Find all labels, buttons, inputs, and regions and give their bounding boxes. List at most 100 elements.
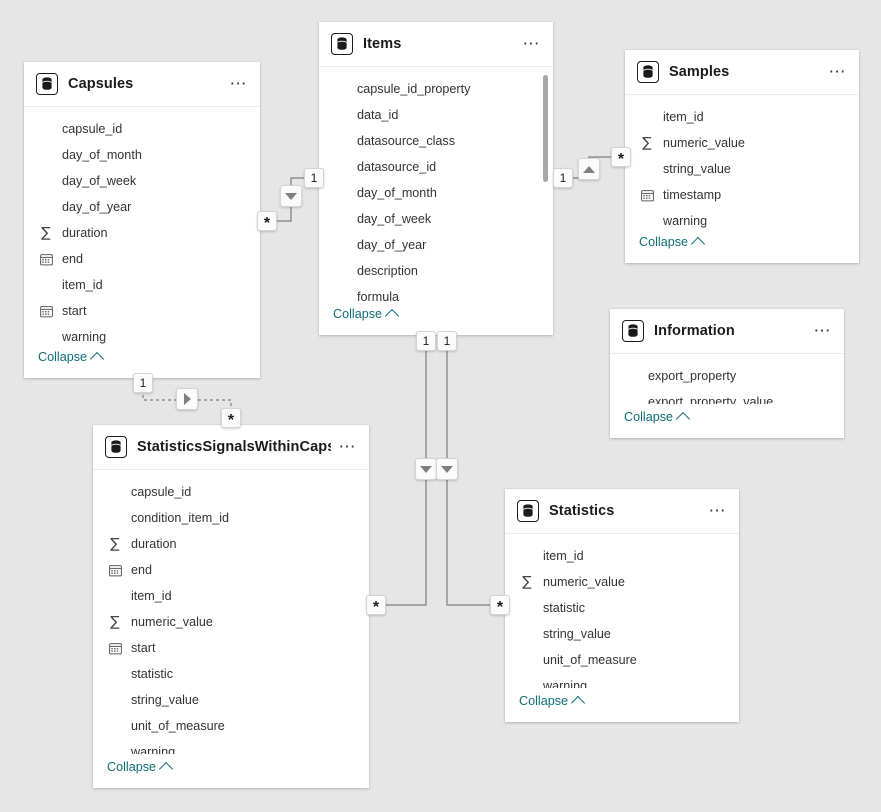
table-header-statistics[interactable]: Statistics⋯ [505, 489, 739, 534]
field-row[interactable]: start [24, 298, 260, 324]
field-row[interactable]: capsule_id [24, 116, 260, 142]
field-row[interactable]: capsule_id [93, 479, 369, 505]
field-name: capsule_id [62, 122, 123, 136]
triangle-down-icon [285, 192, 297, 200]
field-name: warning [131, 745, 176, 754]
collapse-button[interactable]: Collapse [519, 694, 586, 711]
field-row[interactable]: capsule_id_property [319, 76, 553, 102]
field-row[interactable]: string_value [625, 156, 859, 182]
field-row[interactable]: day_of_week [24, 168, 260, 194]
table-more-options-icon[interactable]: ⋯ [229, 74, 248, 93]
table-more-options-icon[interactable]: ⋯ [828, 62, 847, 81]
field-row[interactable]: item_id [625, 104, 859, 130]
field-row[interactable]: string_value [505, 621, 739, 647]
cross-filter-down-arrow-icon[interactable] [436, 458, 458, 480]
table-card-statisticssignalswithincapsules[interactable]: StatisticsSignalsWithinCapsules⋯ capsule_… [93, 425, 369, 788]
table-header-items[interactable]: Items ⋯ [319, 22, 553, 67]
field-row[interactable]: statistic [93, 661, 369, 687]
cardinality-badge-star[interactable]: * [611, 147, 631, 167]
field-row[interactable]: end [24, 246, 260, 272]
field-row[interactable]: datasource_id [319, 154, 553, 180]
cardinality-badge-star[interactable]: * [257, 211, 277, 231]
field-row[interactable]: warning [93, 739, 369, 754]
collapse-button[interactable]: Collapse [639, 235, 706, 252]
field-row[interactable]: export_property [610, 363, 844, 389]
field-row[interactable]: item_id [93, 583, 369, 609]
field-row[interactable]: warning [625, 208, 859, 229]
collapse-button[interactable]: Collapse [38, 350, 105, 367]
cross-filter-down-arrow-icon[interactable] [280, 185, 302, 207]
table-footer-samples: Collapse [625, 229, 859, 263]
field-row[interactable]: item_id [24, 272, 260, 298]
field-row[interactable]: export_property_value [610, 389, 844, 404]
chevron-up-icon [158, 761, 174, 777]
cardinality-badge-one[interactable]: 1 [437, 331, 457, 351]
field-row[interactable]: description [319, 258, 553, 284]
cross-filter-up-arrow-icon[interactable] [578, 158, 600, 180]
field-row[interactable]: ∑numeric_value [93, 609, 369, 635]
table-header-samples[interactable]: Samples⋯ [625, 50, 859, 95]
field-row[interactable]: start [93, 635, 369, 661]
field-row[interactable]: unit_of_measure [505, 647, 739, 673]
field-name: day_of_month [357, 186, 437, 200]
table-title: Items [363, 36, 402, 52]
cross-filter-down-arrow-icon[interactable] [415, 458, 437, 480]
field-row[interactable]: ∑numeric_value [625, 130, 859, 156]
field-row[interactable]: data_id [319, 102, 553, 128]
triangle-down-icon [441, 465, 453, 473]
calendar-icon [39, 305, 53, 317]
collapse-button[interactable]: Collapse [107, 760, 174, 777]
field-row[interactable]: statistic [505, 595, 739, 621]
field-row[interactable]: end [93, 557, 369, 583]
cardinality-badge-one[interactable]: 1 [553, 168, 573, 188]
field-row[interactable]: timestamp [625, 182, 859, 208]
field-row[interactable]: warning [24, 324, 260, 344]
field-row[interactable]: string_value [93, 687, 369, 713]
fields-scrollbar-thumb[interactable] [543, 75, 548, 182]
cardinality-badge-one[interactable]: 1 [304, 168, 324, 188]
field-row[interactable]: day_of_year [24, 194, 260, 220]
cardinality-badge-one[interactable]: 1 [416, 331, 436, 351]
field-row[interactable]: day_of_year [319, 232, 553, 258]
field-row[interactable]: item_id [505, 543, 739, 569]
table-more-options-icon[interactable]: ⋯ [708, 501, 727, 520]
field-row[interactable]: condition_item_id [93, 505, 369, 531]
table-database-icon [331, 33, 353, 55]
field-row[interactable]: formula [319, 284, 553, 301]
field-name: condition_item_id [131, 511, 230, 525]
cross-filter-right-arrow-icon[interactable] [176, 388, 198, 410]
field-row[interactable]: datasource_class [319, 128, 553, 154]
cardinality-badge-star[interactable]: * [221, 408, 241, 428]
table-title: Capsules [68, 76, 134, 92]
field-row[interactable]: warning [505, 673, 739, 688]
cardinality-badge-one[interactable]: 1 [133, 373, 153, 393]
fields-scrollbar[interactable] [543, 73, 548, 295]
field-row[interactable]: ∑numeric_value [505, 569, 739, 595]
table-more-options-icon[interactable]: ⋯ [522, 34, 541, 53]
table-header-information[interactable]: Information⋯ [610, 309, 844, 354]
field-name: datasource_id [357, 160, 437, 174]
field-row[interactable]: unit_of_measure [93, 713, 369, 739]
field-name: string_value [543, 627, 611, 641]
table-more-options-icon[interactable]: ⋯ [338, 437, 357, 456]
table-header-statisticssignalswithincapsules[interactable]: StatisticsSignalsWithinCapsules⋯ [93, 425, 369, 470]
cardinality-badge-star[interactable]: * [366, 595, 386, 615]
collapse-button[interactable]: Collapse [333, 307, 400, 324]
field-row[interactable]: day_of_month [24, 142, 260, 168]
table-header-capsules[interactable]: Capsules ⋯ [24, 62, 260, 107]
field-row[interactable]: day_of_week [319, 206, 553, 232]
field-row[interactable]: ∑duration [24, 220, 260, 246]
collapse-button[interactable]: Collapse [624, 410, 691, 427]
field-row[interactable]: ∑duration [93, 531, 369, 557]
field-name: start [131, 641, 156, 655]
table-more-options-icon[interactable]: ⋯ [813, 321, 832, 340]
cardinality-badge-star[interactable]: * [490, 595, 510, 615]
field-row[interactable]: day_of_month [319, 180, 553, 206]
